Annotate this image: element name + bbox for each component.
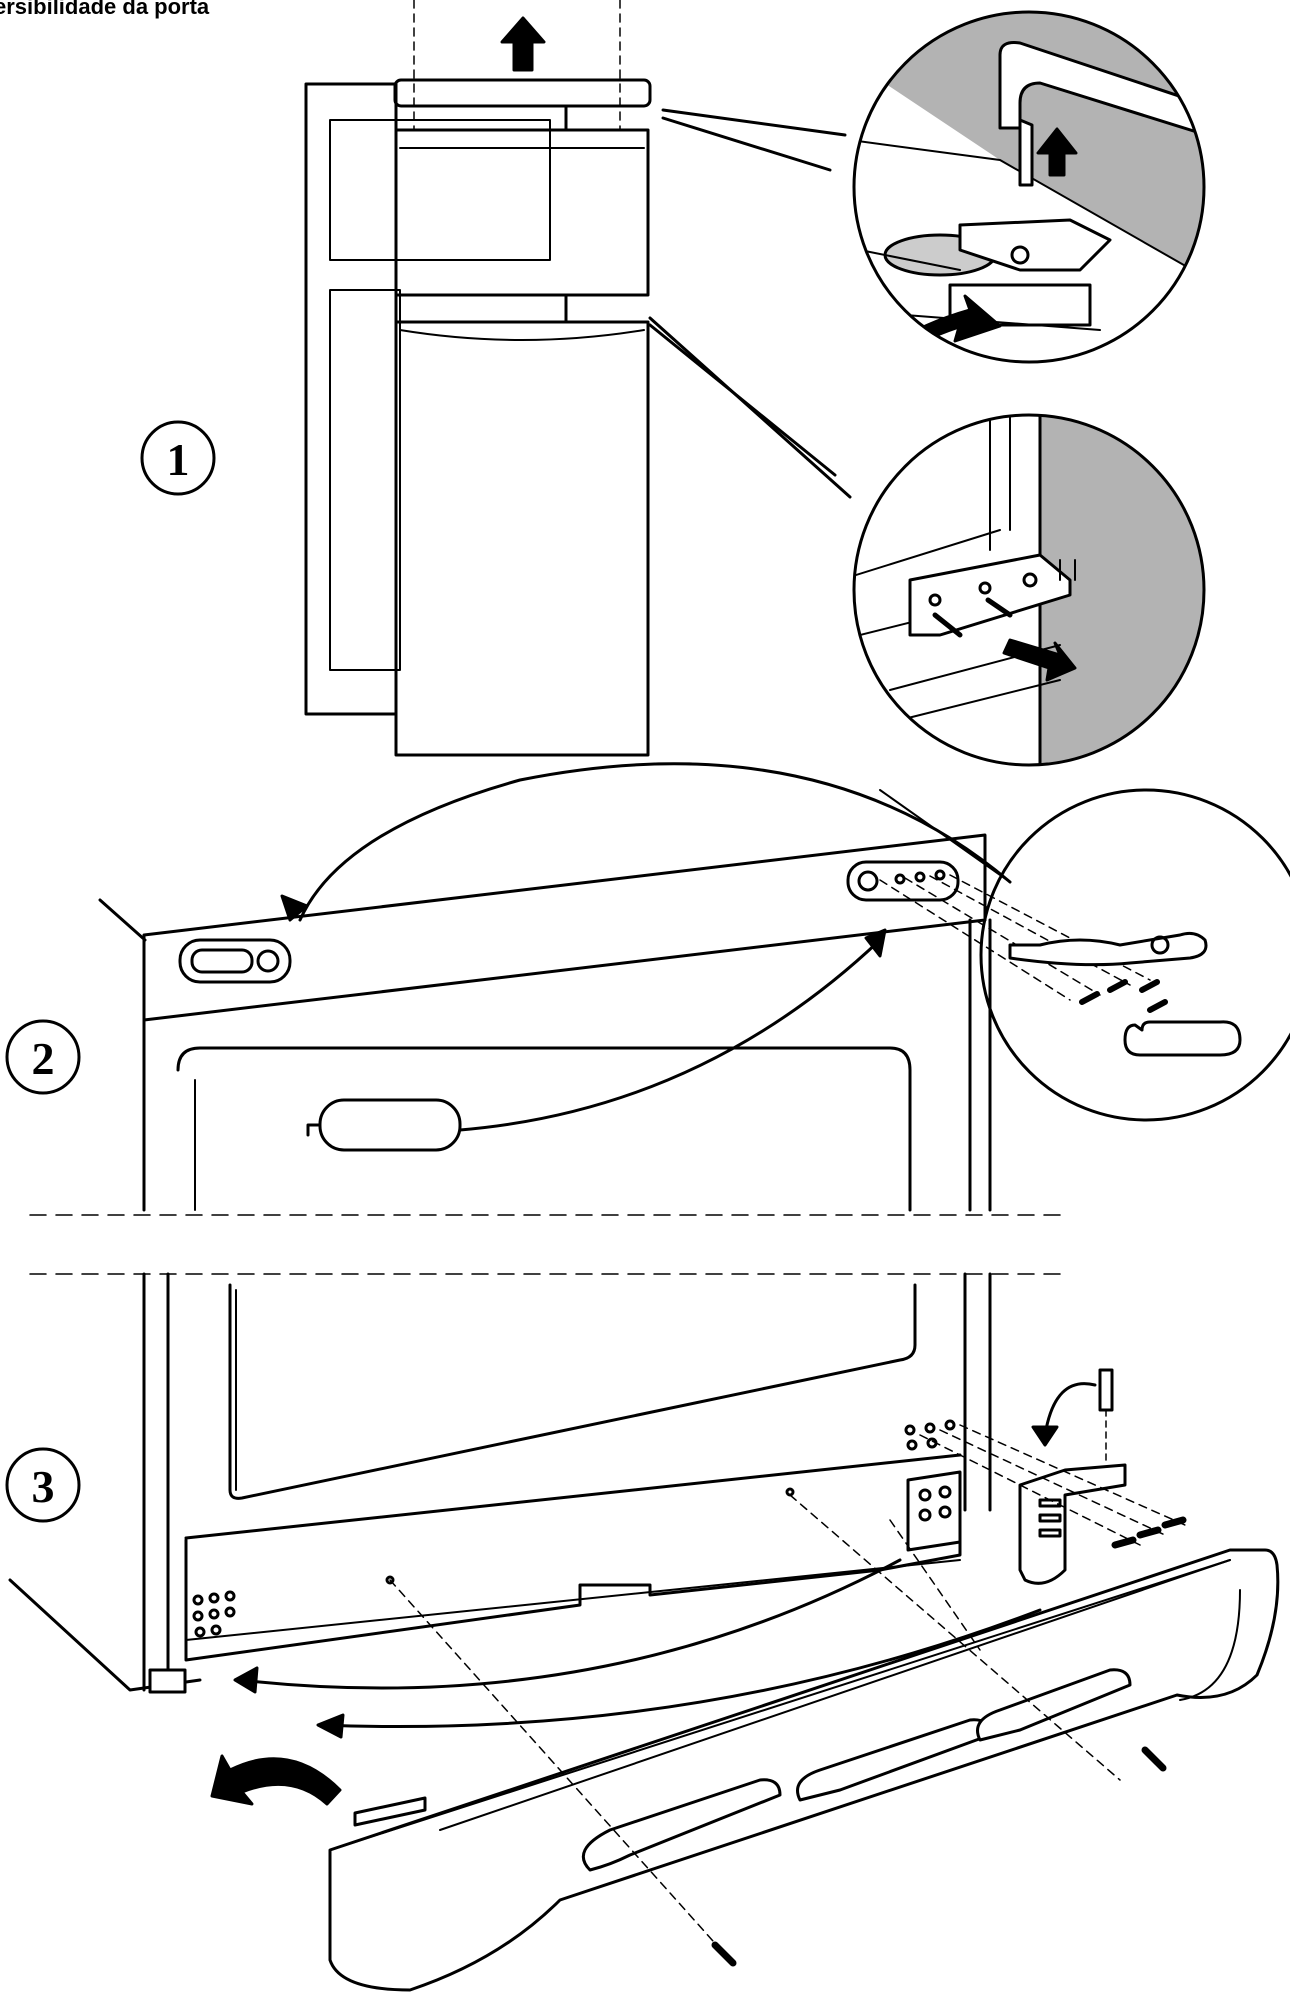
arrow-curved-icon [1002, 638, 1077, 682]
fridge-door [394, 320, 650, 757]
hinge-icon [958, 218, 1112, 272]
hinge-cover [393, 78, 652, 108]
freezer-door [394, 128, 650, 297]
detail-middle-hinge [852, 413, 1206, 767]
hinge-icon [1008, 931, 1208, 967]
step-2-number: 2 [32, 1033, 55, 1084]
step-1-number: 1 [167, 434, 190, 485]
screw-icon [711, 1941, 737, 1967]
detail-hinge-parts [979, 788, 1290, 1122]
hinge-icon [906, 1470, 962, 1552]
screw-icon [1111, 1516, 1187, 1549]
screw-icon [1141, 1746, 1167, 1772]
arrow-up-icon [1036, 127, 1078, 177]
plug-icon [353, 1796, 427, 1827]
vent-holes [192, 1419, 956, 1638]
screw-icon [932, 612, 963, 638]
step-3-badge [5, 1447, 81, 1523]
step2-top: 2 [5, 762, 1290, 1212]
detail-top-hinge [852, 10, 1206, 364]
plug-icon [1098, 1368, 1114, 1412]
step-1-badge [140, 420, 216, 496]
arrow-up-icon [500, 16, 546, 72]
hinge-icon [1018, 1463, 1127, 1585]
step-3-number: 3 [32, 1461, 55, 1512]
arrow-curved-icon [210, 1754, 342, 1806]
screw-icon [1079, 979, 1168, 1013]
vent-slot [581, 1778, 782, 1872]
step3-bottom: 3 [5, 1272, 1280, 1992]
page-title: ersibilidade da porta [0, 0, 210, 19]
arrow-curved-icon [858, 294, 1002, 362]
handle-socket-left [178, 938, 292, 984]
vent-slot [976, 1668, 1132, 1742]
plug-icon [318, 1098, 462, 1152]
screw-icon [985, 597, 1013, 618]
step1-fridge: 1 [140, 0, 1206, 767]
plinth [328, 1548, 1280, 1992]
step-2-badge [5, 1019, 81, 1095]
